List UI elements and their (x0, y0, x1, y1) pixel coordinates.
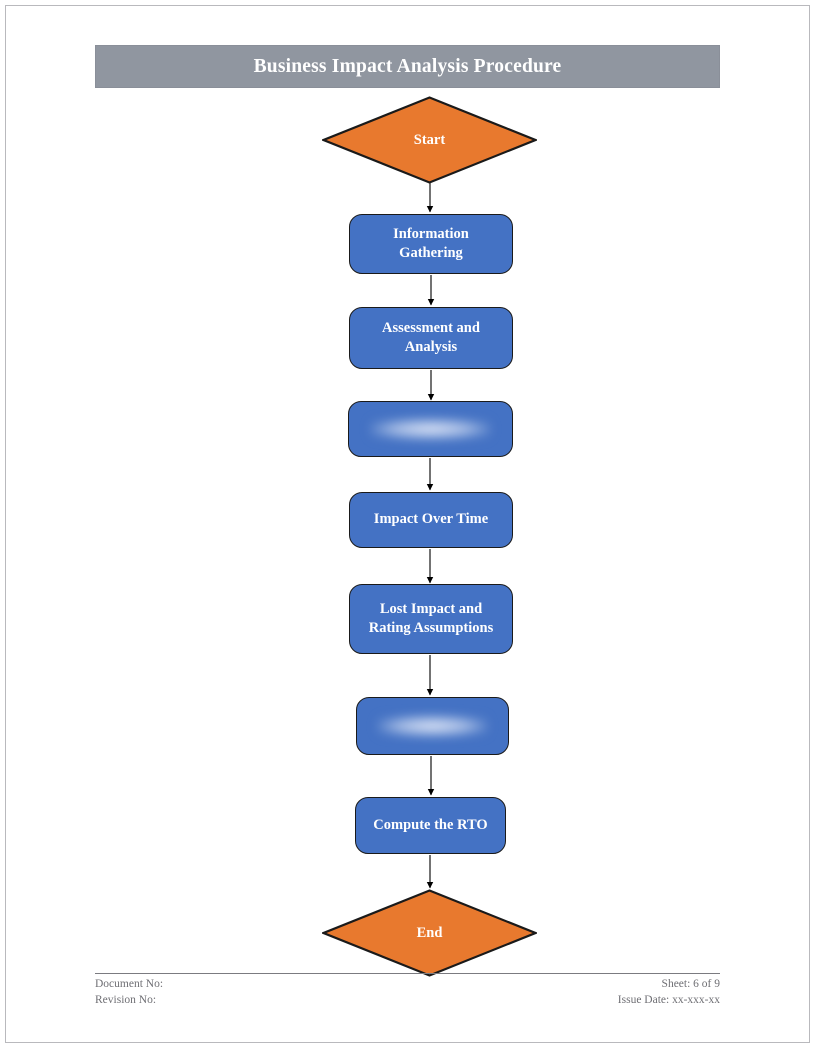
flow-node-redacted-2-label (376, 715, 489, 737)
page-footer: Document No: Revision No: Sheet: 6 of 9 … (95, 973, 720, 1011)
flow-node-end[interactable]: End (322, 889, 537, 977)
footer-right-column: Sheet: 6 of 9 Issue Date: xx-xxx-xx (618, 976, 720, 1009)
flow-node-start-label: Start (413, 131, 446, 148)
diamond-shape-start (322, 96, 537, 184)
flow-node-redacted-2[interactable] (356, 697, 509, 755)
flow-node-start[interactable]: Start (322, 96, 537, 184)
footer-issue-date: Issue Date: xx-xxx-xx (617, 994, 720, 1007)
page-title: Business Impact Analysis Procedure (253, 55, 562, 77)
footer-document-no: Document No: (95, 978, 164, 990)
footer-sheet-number: Sheet: 6 of 9 (661, 978, 720, 990)
footer-left-column: Document No: Revision No: (95, 976, 163, 1009)
diamond-shape-end (322, 889, 537, 977)
flow-node-end-label: End (416, 924, 443, 941)
flow-node-redacted-1[interactable] (348, 401, 513, 457)
flow-node-redacted-1-label (370, 418, 491, 440)
flow-node-compute-the-rto[interactable]: Compute the RTO (355, 797, 506, 854)
footer-divider (95, 973, 720, 974)
document-title-bar: Business Impact Analysis Procedure (95, 45, 720, 88)
flow-node-impact-over-time-label: Impact Over Time (373, 511, 489, 528)
footer-revision-no: Revision No: (95, 994, 157, 1007)
flow-node-impact-over-time[interactable]: Impact Over Time (349, 492, 513, 548)
flow-node-compute-the-rto-label: Compute the RTO (373, 816, 488, 833)
page-border (5, 5, 810, 1043)
